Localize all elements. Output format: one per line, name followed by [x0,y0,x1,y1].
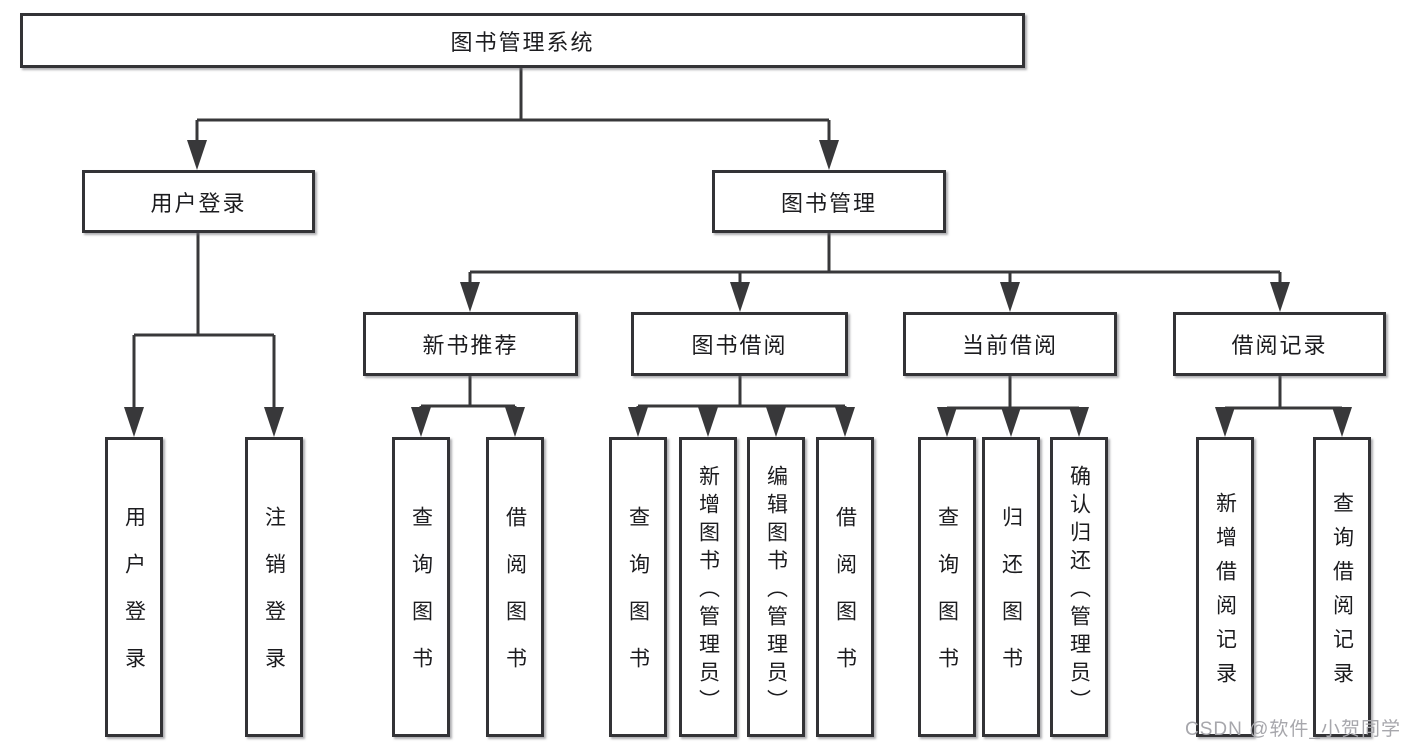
leaf-bb-query-books: 查询图书 [609,437,667,737]
leaf-br-query-record: 查询借阅记录 [1313,437,1371,737]
leaf-cb-return-books: 归还图书 [982,437,1040,737]
node-current-borrow: 当前借阅 [903,312,1117,376]
node-book-borrow: 图书借阅 [631,312,848,376]
leaf-br-add-record: 新增借阅记录 [1196,437,1254,737]
leaf-bb-add-books-admin: 新增图书（管理员） [679,437,737,737]
leaf-cb-query-books: 查询图书 [918,437,976,737]
leaf-nbr-borrow-books: 借阅图书 [486,437,544,737]
leaf-cb-confirm-return-admin: 确认归还（管理员） [1050,437,1108,737]
leaf-logout: 注销登录 [245,437,303,737]
node-borrow-records: 借阅记录 [1173,312,1386,376]
node-user-login: 用户登录 [82,170,315,233]
leaf-bb-borrow-books: 借阅图书 [816,437,874,737]
leaf-user-login: 用户登录 [105,437,163,737]
leaf-nbr-query-books: 查询图书 [392,437,450,737]
leaf-bb-edit-books-admin: 编辑图书（管理员） [747,437,805,737]
node-book-management: 图书管理 [712,170,946,233]
node-new-book-recommend: 新书推荐 [363,312,578,376]
node-root: 图书管理系统 [20,13,1025,68]
csdn-watermark: CSDN @软件_小贺同学 [1185,719,1401,740]
